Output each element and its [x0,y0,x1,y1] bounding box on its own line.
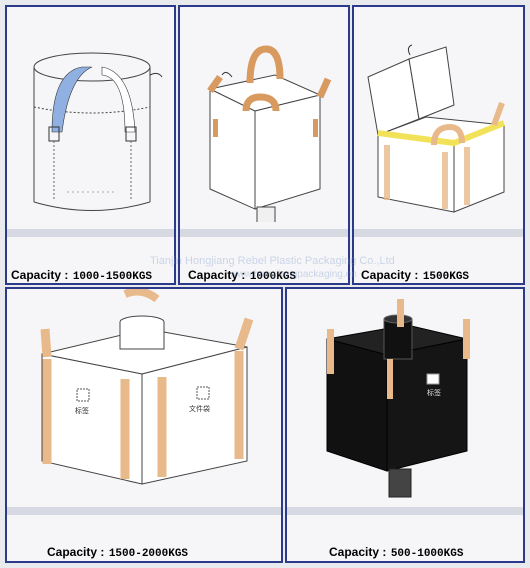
bag-illustration-spout-top: 标签 文件袋 [40,289,254,485]
bag-illustration-black: 标签 [326,299,470,498]
panel-divider [180,229,348,237]
capacity-label: Capacity : [329,545,387,559]
bag-illustration-round-top [33,52,163,211]
capacity-caption: Capacity : 1500-2000KGS [47,543,188,561]
panel-bag-3: Capacity : 1500KGS [352,5,525,285]
bag-illustration-open-top [367,44,506,213]
tag-label: 标签 [427,388,441,397]
panel-bag-4: 标签 文件袋 Capacity : 1500-2000KGS [5,287,283,563]
bag-illustration-spout-bottom [207,45,332,222]
capacity-caption: Capacity : 1000-1500KGS [11,266,152,284]
panel-bag-1: Capacity : 1000-1500KGS [5,5,176,285]
tag-label: 文件袋 [189,404,210,413]
panel-bag-2: Capacity : 1000KGS [178,5,350,285]
capacity-value: 1000-1500KGS [72,271,153,283]
capacity-caption: Capacity : 1500KGS [361,266,469,284]
capacity-value: 1500KGS [422,271,470,283]
panel-divider [287,507,523,515]
capacity-value: 1000KGS [249,271,297,283]
tag-label: 标签 [75,406,89,415]
panel-divider [7,507,281,515]
capacity-caption: Capacity : 1000KGS [188,266,296,284]
capacity-value: 500-1000KGS [390,548,464,560]
panel-bag-5: 标签 Capacity : 500-1000KGS [285,287,525,563]
capacity-label: Capacity : [11,268,69,282]
watermark-url: www.hongjiangpackaging.en [230,269,357,280]
panel-divider [354,229,523,237]
capacity-value: 1500-2000KGS [108,548,189,560]
capacity-caption: Capacity : 500-1000KGS [329,543,463,561]
capacity-label: Capacity : [47,545,105,559]
capacity-label: Capacity : [188,268,246,282]
watermark-company: Tianjin Hongjiang Rebel Plastic Packagin… [150,255,395,267]
panel-divider [7,229,174,237]
capacity-label: Capacity : [361,268,419,282]
